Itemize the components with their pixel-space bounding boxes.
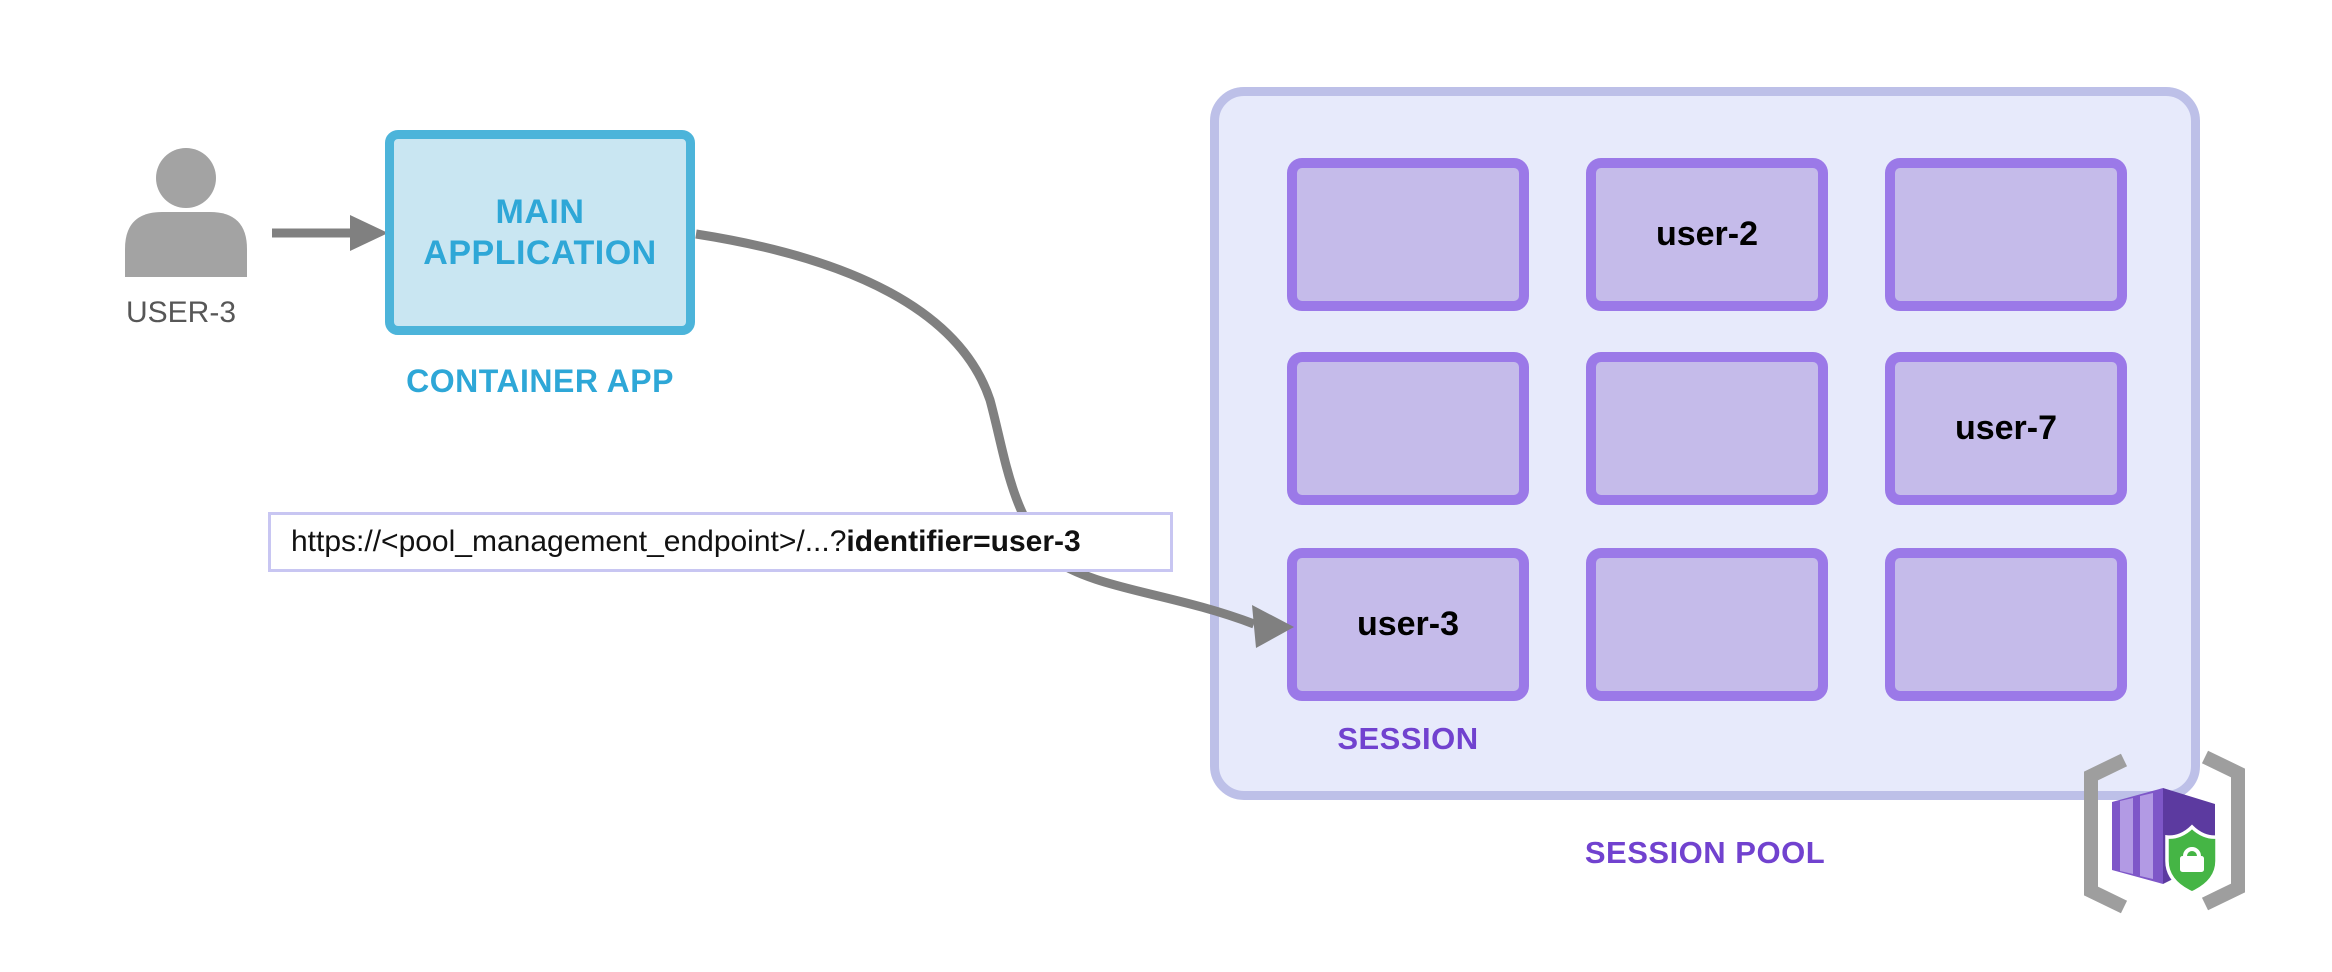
- bracket-right-icon: [2201, 750, 2245, 911]
- session-label: user-2: [1655, 215, 1759, 253]
- request-url-identifier: identifier=user-3: [846, 525, 1081, 558]
- session-pool-caption: SESSION POOL: [1584, 835, 1826, 870]
- request-url-box: https://<pool_management_endpoint>/...?i…: [268, 512, 1173, 572]
- container-app-caption: CONTAINER APP: [406, 363, 674, 399]
- security-shield-icon: [2165, 824, 2219, 895]
- session-box: [1885, 548, 2127, 701]
- session-label: user-7: [1954, 409, 2058, 447]
- main-application-box: MAIN APPLICATION: [385, 130, 695, 335]
- session-box: [1586, 352, 1828, 505]
- app-to-session-arrow: [695, 229, 1294, 648]
- session-box-user-7: user-7: [1885, 352, 2127, 505]
- person-icon: [125, 148, 247, 277]
- session-box: [1586, 548, 1828, 701]
- user-to-app-arrow: [272, 215, 388, 251]
- session-caption: SESSION: [1337, 721, 1479, 756]
- request-url-text: https://<pool_management_endpoint>/...?: [291, 525, 847, 558]
- main-application-label: MAIN APPLICATION: [423, 192, 657, 272]
- session-box-user-3: user-3: [1287, 548, 1529, 701]
- session-box: [1885, 158, 2127, 311]
- session-label: user-3: [1356, 605, 1460, 643]
- session-box: [1287, 352, 1529, 505]
- session-box-user-2: user-2: [1586, 158, 1828, 311]
- lock-icon: [2180, 847, 2204, 872]
- session-box: [1287, 158, 1529, 311]
- bracket-left-icon: [2084, 753, 2128, 914]
- user-label: USER-3: [125, 296, 237, 329]
- dynamic-sessions-icon: [2084, 750, 2245, 914]
